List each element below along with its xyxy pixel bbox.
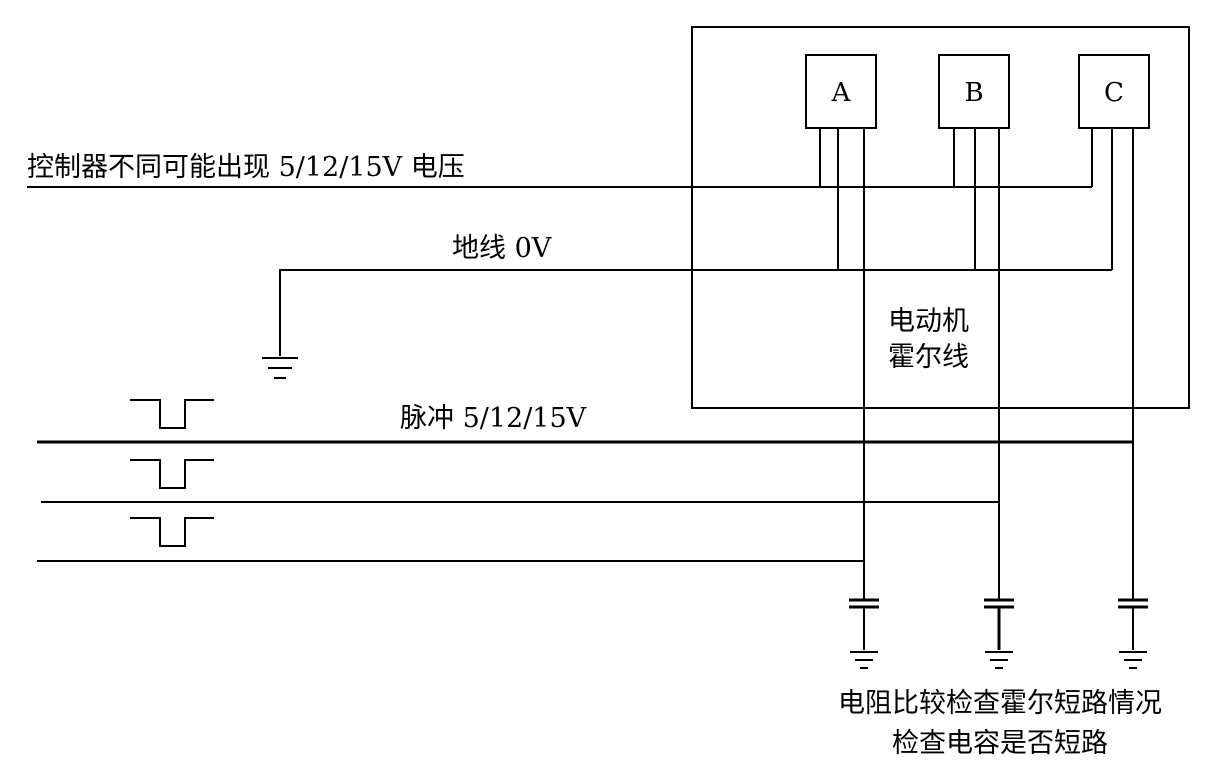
ground-label: 地线 0V	[452, 233, 552, 264]
hall-sensor-a: A	[805, 54, 877, 129]
ground-symbol-main	[262, 357, 298, 379]
hall-sensor-b-label: B	[964, 78, 983, 108]
ground-rail	[279, 269, 1112, 356]
pulse-waveform-2	[130, 459, 214, 489]
pulse-waveform-1	[130, 399, 214, 429]
capacitor-c	[1118, 598, 1148, 650]
ground-symbol-b	[985, 651, 1013, 669]
motor-hall-line-label-2: 霍尔线	[888, 342, 969, 373]
capacitor-b	[984, 598, 1014, 650]
capacitor-a	[849, 598, 879, 650]
pulse-waveform-3	[130, 517, 214, 547]
hall-sensor-c-label: C	[1104, 78, 1124, 108]
resistance-check-note: 电阻比较检查霍尔短路情况	[838, 688, 1162, 719]
capacitor-check-note: 检查电容是否短路	[892, 728, 1108, 759]
hall-sensor-a-label: A	[831, 78, 852, 108]
pulse-label: 脉冲 5/12/15V	[400, 403, 587, 434]
ground-symbol-c	[1119, 651, 1147, 669]
supply-voltage-label: 控制器不同可能出现 5/12/15V 电压	[27, 152, 465, 183]
motor-hall-line-label-1: 电动机	[888, 306, 969, 337]
hall-sensor-b: B	[938, 54, 1010, 129]
ground-symbol-a	[850, 651, 878, 669]
hall-sensor-c: C	[1078, 54, 1150, 129]
